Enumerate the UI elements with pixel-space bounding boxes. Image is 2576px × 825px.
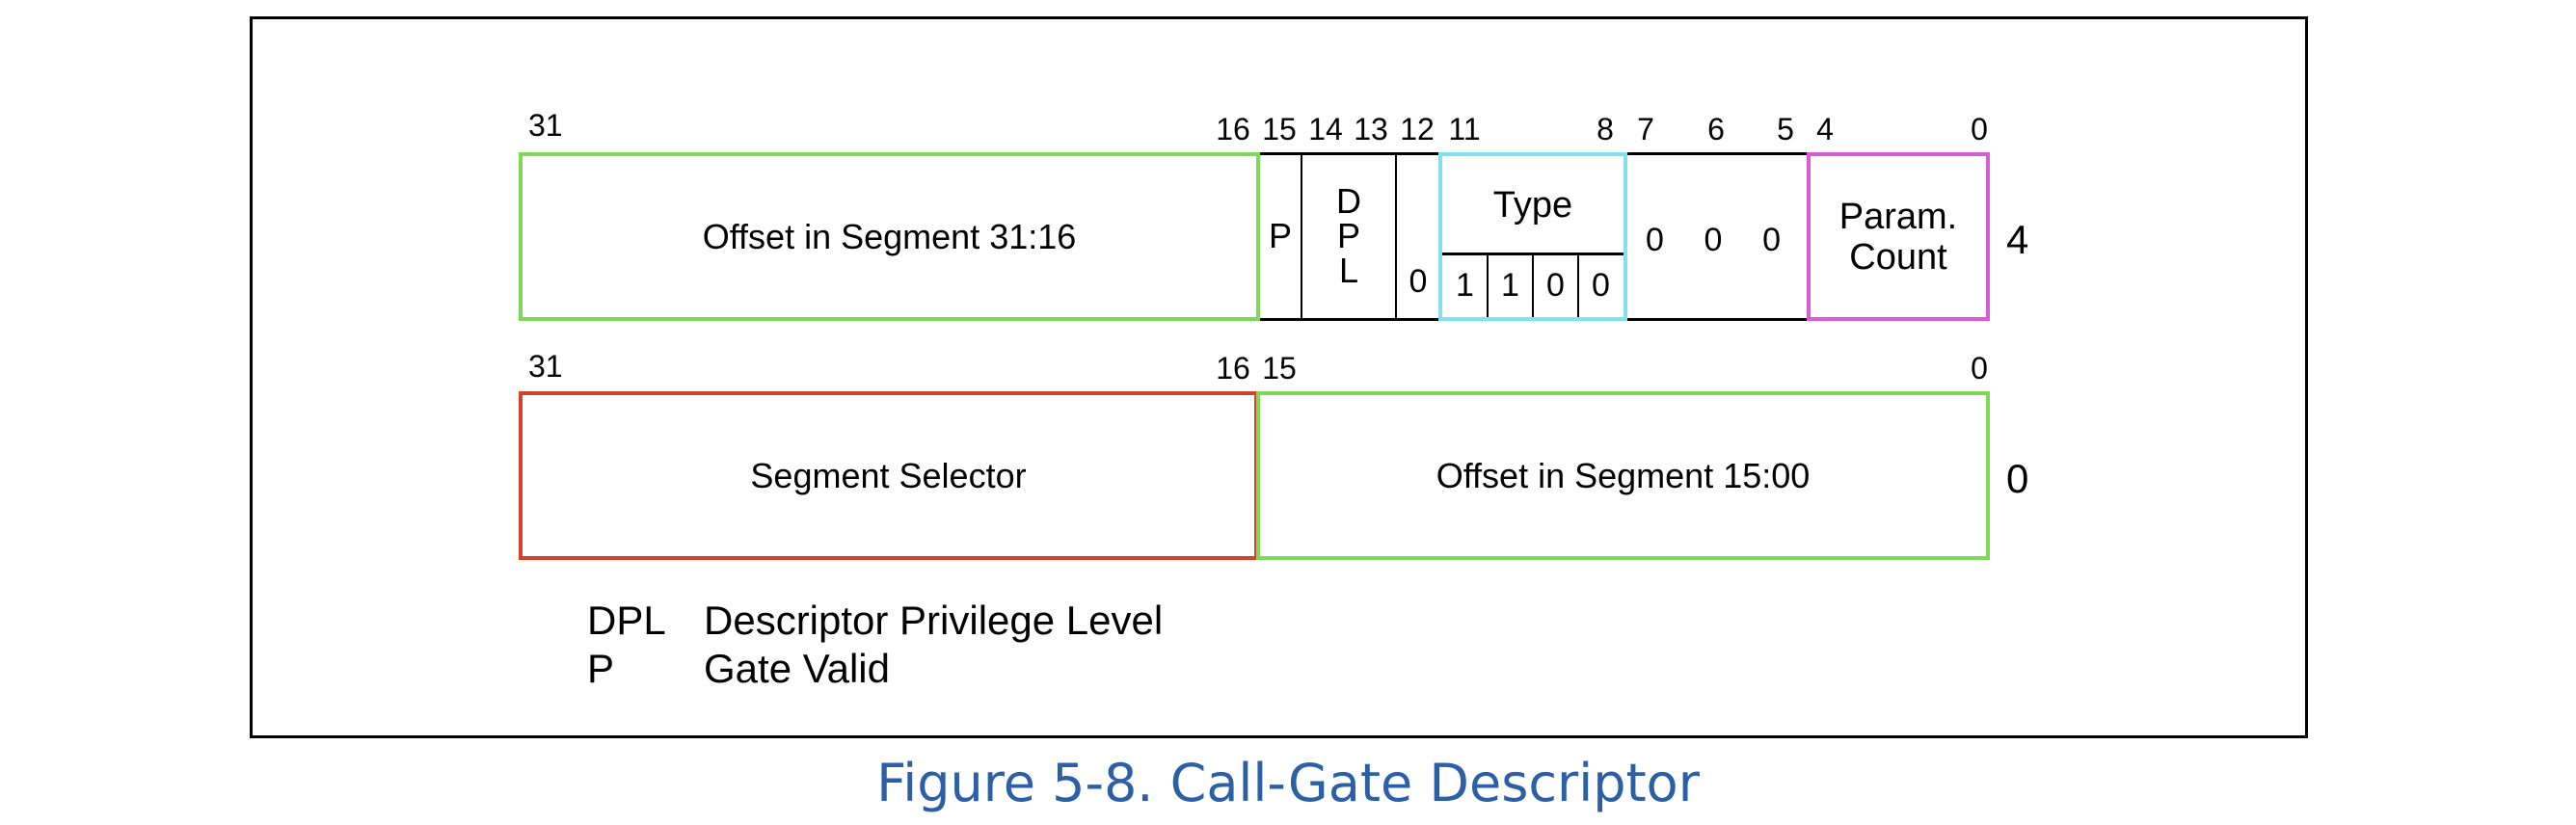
type-divider (1442, 253, 1623, 255)
bit-label: 16 (1216, 112, 1250, 146)
offset-high-field: Offset in Segment 31:16 (519, 152, 1260, 321)
field-divider (1395, 154, 1397, 318)
type-bit-value: 0 (1592, 267, 1610, 304)
offset-low-label: Offset in Segment 15:00 (1436, 455, 1811, 495)
param-count-line: Param. (1838, 196, 1958, 237)
row-top-border (1625, 152, 1809, 155)
figure-caption: Figure 5-8. Call-Gate Descriptor (876, 753, 1700, 813)
p-field: P (1260, 154, 1301, 318)
bit12-field: 0 (1397, 260, 1439, 303)
offset-high-label: Offset in Segment 31:16 (702, 216, 1077, 256)
figure-frame (250, 16, 2308, 738)
segment-selector-label: Segment Selector (750, 455, 1027, 495)
dpl-field: D P L (1302, 154, 1395, 318)
type-bit-divider (1577, 255, 1579, 317)
p-label: P (1268, 216, 1292, 255)
type-bit: 1 (1488, 258, 1533, 312)
reserved-bit-value: 0 (1704, 222, 1723, 258)
bit-label: 15 (1262, 112, 1297, 146)
bit-label: 13 (1354, 112, 1388, 146)
type-bit: 0 (1533, 258, 1578, 312)
dpl-letter: D (1336, 181, 1361, 221)
type-bit-value: 1 (1456, 267, 1474, 304)
bit-label: 31 (528, 349, 563, 384)
type-bit-value: 1 (1501, 267, 1519, 304)
bit-label: 5 (1777, 112, 1794, 146)
dpl-letter: L (1338, 251, 1359, 290)
type-bit: 1 (1442, 258, 1488, 312)
bit-label: 12 (1400, 112, 1435, 146)
param-count-line: Count (1849, 236, 1947, 278)
bit-label: 16 (1216, 351, 1250, 386)
bit12-value: 0 (1409, 263, 1428, 300)
legend-text: Gate Valid (704, 646, 890, 691)
type-field (1438, 152, 1627, 321)
type-bit-divider (1532, 255, 1534, 317)
type-bit-value: 0 (1546, 267, 1565, 304)
reserved-bit-value: 0 (1762, 222, 1781, 258)
offset-low-field: Offset in Segment 15:00 (1256, 391, 1990, 560)
reserved-bit-value: 0 (1646, 222, 1664, 258)
type-bit-divider (1487, 255, 1489, 317)
row-bottom-border (1625, 318, 1809, 321)
row-top-border (1257, 152, 1440, 155)
type-bit: 0 (1578, 258, 1623, 312)
bit-label: 7 (1637, 112, 1654, 146)
bit-label: 31 (528, 108, 563, 143)
upper-word-offset: 4 (2006, 217, 2029, 262)
bit-label: 11 (1448, 112, 1481, 146)
type-label: Type (1492, 185, 1573, 226)
bit-label: 0 (1971, 351, 1988, 386)
segment-selector-field: Segment Selector (519, 391, 1258, 560)
bit-label: 8 (1597, 112, 1614, 146)
bit-label: 4 (1816, 112, 1834, 146)
bit-label: 6 (1707, 112, 1725, 146)
dpl-letter: P (1336, 216, 1360, 255)
type-header: Type (1442, 181, 1623, 229)
field-divider (1301, 154, 1302, 318)
legend-abbr: P (587, 646, 615, 691)
legend-abbr: DPL (587, 598, 666, 643)
bit-label: 15 (1262, 351, 1297, 386)
bit-label: 14 (1308, 112, 1343, 146)
legend-text: Descriptor Privilege Level (704, 598, 1164, 643)
row-bottom-border (1257, 318, 1440, 321)
reserved-bits-field: 0 0 0 (1646, 217, 1781, 263)
bit-label: 0 (1971, 112, 1988, 146)
lower-word-offset: 0 (2006, 456, 2029, 501)
param-count-field: Param. Count (1807, 152, 1990, 321)
